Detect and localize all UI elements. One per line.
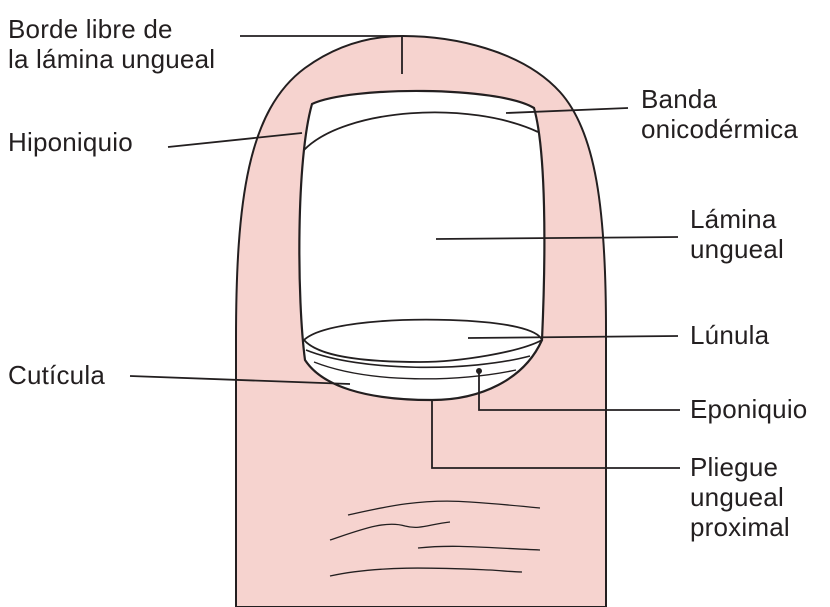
- label-borde-libre: Borde libre de la lámina ungueal: [8, 14, 215, 74]
- label-pliegue: Pliegue ungueal proximal: [690, 452, 790, 542]
- label-cuticula-text: Cutícula: [8, 360, 105, 390]
- label-cuticula: Cutícula: [8, 360, 105, 390]
- label-lunula-text: Lúnula: [690, 320, 769, 350]
- label-banda-line1: Banda: [641, 84, 798, 114]
- label-pliegue-line1: Pliegue: [690, 452, 790, 482]
- label-lamina-line2: ungueal: [690, 234, 784, 264]
- label-pliegue-line3: proximal: [690, 512, 790, 542]
- label-hiponiquio-text: Hiponiquio: [8, 127, 133, 157]
- label-banda-line2: onicodérmica: [641, 114, 798, 144]
- label-lamina-line1: Lámina: [690, 204, 784, 234]
- label-borde-libre-line2: la lámina ungueal: [8, 44, 215, 74]
- label-hiponiquio: Hiponiquio: [8, 127, 133, 157]
- label-lunula: Lúnula: [690, 320, 769, 350]
- label-pliegue-line2: ungueal: [690, 482, 790, 512]
- label-eponiquio: Eponiquio: [690, 394, 807, 424]
- label-eponiquio-text: Eponiquio: [690, 394, 807, 424]
- label-banda: Banda onicodérmica: [641, 84, 798, 144]
- label-borde-libre-line1: Borde libre de: [8, 14, 215, 44]
- label-lamina: Lámina ungueal: [690, 204, 784, 264]
